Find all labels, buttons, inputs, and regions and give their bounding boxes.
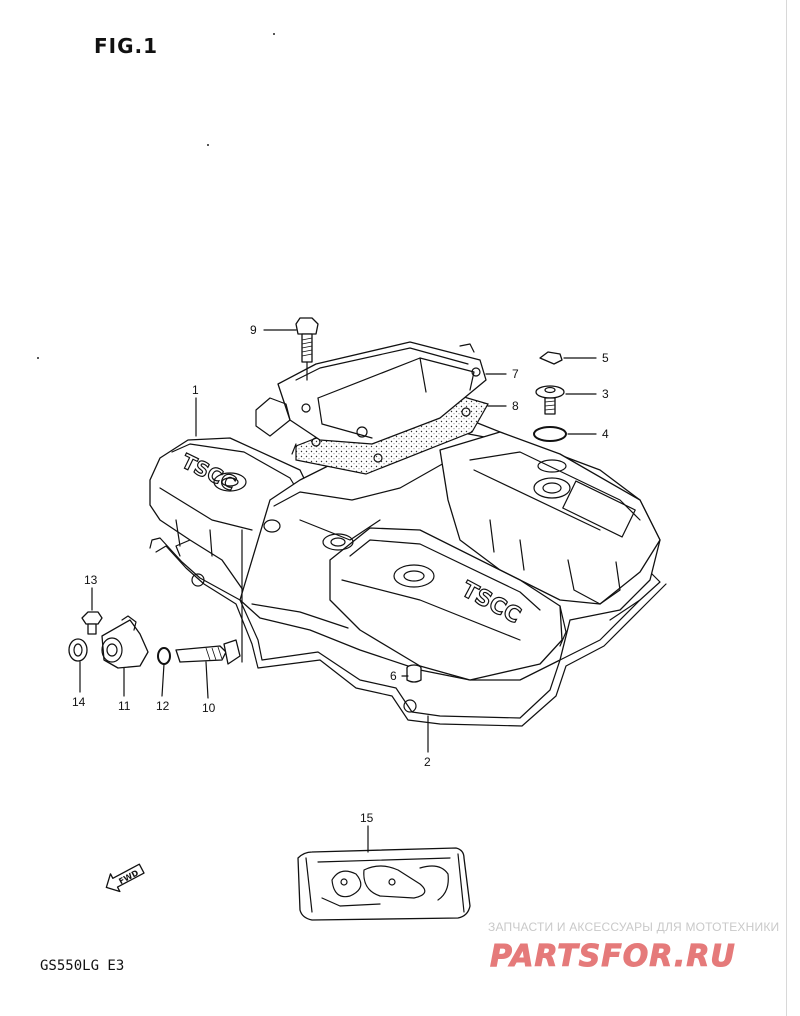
- model-code: GS550LG E3: [40, 958, 125, 974]
- callout-2: 2: [424, 755, 431, 769]
- watermark-logo-text: PARTSFOR.RU: [490, 939, 736, 974]
- callout-6: 6: [390, 669, 397, 683]
- breather-cover: [255, 341, 487, 445]
- bolt-9: [295, 317, 319, 381]
- callout-4: 4: [602, 427, 609, 441]
- forward-direction-icon: FWD: [105, 863, 145, 893]
- callout-5: 5: [602, 351, 609, 365]
- callout-3: 3: [602, 387, 609, 401]
- callout-11: 11: [118, 699, 131, 713]
- callout-1: 1: [192, 383, 199, 397]
- callout-8: 8: [512, 399, 519, 413]
- callout-13: 13: [84, 573, 98, 587]
- head-cover-gasket: [149, 537, 667, 727]
- callout-12: 12: [156, 699, 170, 713]
- leader-lines: [79, 329, 597, 853]
- figure-title: FIG.1: [94, 34, 159, 58]
- callout-labels: 1 2 3 4 5 6 7 8 9 10 11 12 13 14 15: [72, 323, 609, 825]
- callout-14: 14: [72, 695, 86, 709]
- page-edge-rule: [786, 0, 787, 1016]
- watermark-tagline: ЗАПЧАСТИ И АКСЕССУАРЫ ДЛЯ МОТОТЕХНИКИ: [488, 920, 780, 934]
- plug-6: [406, 664, 422, 683]
- callout-9: 9: [250, 323, 257, 337]
- cylinder-head-cover: TSCC TSCC: [149, 419, 661, 681]
- cap-5: [539, 351, 563, 365]
- tachometer-drive-group: [68, 529, 243, 669]
- callout-10: 10: [202, 701, 216, 715]
- callout-7: 7: [512, 367, 519, 381]
- watermark-logo: PARTSFOR.RU: [490, 939, 736, 975]
- cap-bolt-3: [535, 385, 565, 415]
- callout-15: 15: [360, 811, 374, 825]
- o-ring-4: [533, 426, 567, 442]
- gasket-set-package-15: [297, 847, 471, 921]
